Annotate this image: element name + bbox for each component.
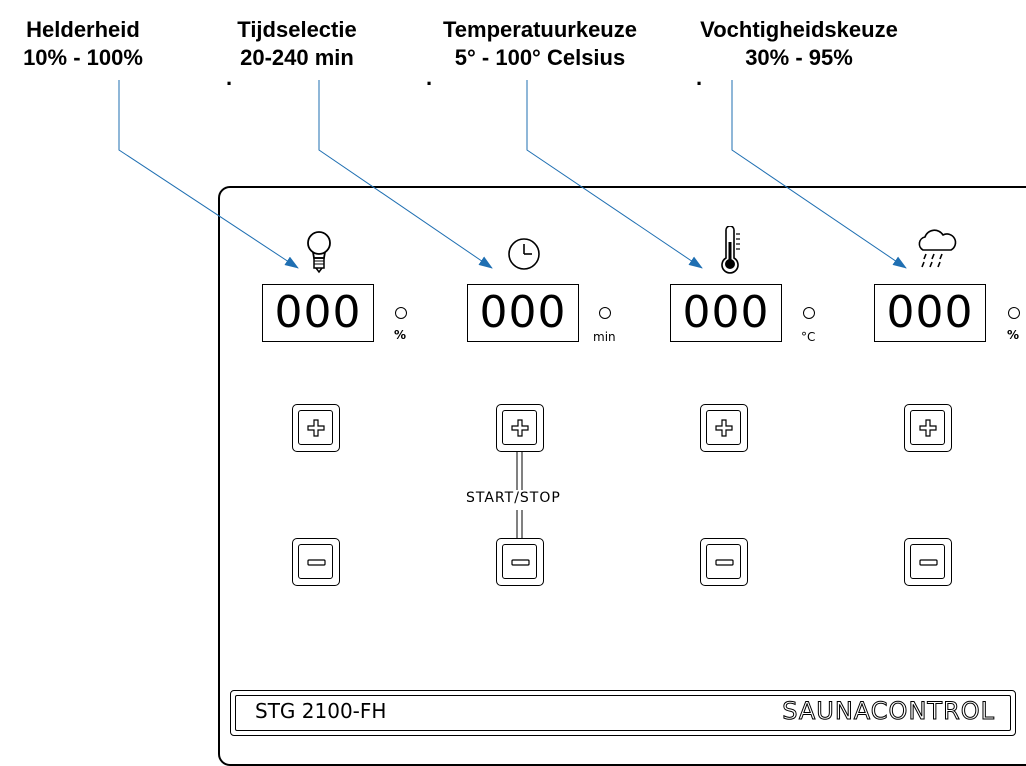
minus-icon (307, 559, 326, 566)
callout-temperature-title: Temperatuurkeuze (443, 17, 637, 42)
humidity-minus-button[interactable] (904, 538, 952, 586)
plus-icon (919, 419, 937, 437)
brightness-plus-button[interactable] (292, 404, 340, 452)
temperature-plus-button[interactable] (700, 404, 748, 452)
time-unit: min (593, 330, 616, 344)
plus-icon (511, 419, 529, 437)
temperature-display: 000 (670, 284, 782, 342)
callout-temperature: Temperatuurkeuze 5° - 100° Celsius . (420, 16, 660, 90)
humidity-plus-button[interactable] (904, 404, 952, 452)
callout-time-title: Tijdselectie (237, 17, 357, 42)
brightness-display: 000 (262, 284, 374, 342)
humidity-display: 000 (874, 284, 986, 342)
callout-brightness-range: 10% - 100% (23, 45, 143, 70)
time-led (599, 307, 611, 319)
callout-humidity-range: 30% - 95% (745, 45, 853, 70)
brightness-led (395, 307, 407, 319)
rain-cloud-icon (918, 229, 957, 268)
thermometer-icon (721, 226, 740, 274)
callout-time-dot: . (226, 65, 233, 90)
minus-icon (919, 559, 938, 566)
time-display: 000 (467, 284, 579, 342)
callout-humidity-title: Vochtigheidskeuze (700, 17, 898, 42)
start-stop-connector (516, 452, 523, 542)
callout-temperature-range: 5° - 100° Celsius (454, 45, 626, 70)
brand-label: SAUNACONTROL (782, 697, 995, 726)
time-plus-button[interactable] (496, 404, 544, 452)
humidity-unit: % (1007, 328, 1020, 342)
callout-humidity-dot: . (696, 65, 703, 90)
callout-temperature-dot: . (426, 65, 433, 90)
temperature-minus-button[interactable] (700, 538, 748, 586)
plus-icon (715, 419, 733, 437)
model-label: STG 2100-FH (255, 699, 387, 723)
temperature-led (803, 307, 815, 319)
humidity-led (1008, 307, 1020, 319)
brightness-unit: % (394, 328, 407, 342)
nameplate-bar: STG 2100-FH SAUNACONTROL (230, 690, 1016, 736)
plus-icon (307, 419, 325, 437)
temperature-unit: °C (801, 330, 816, 344)
callout-time-range: 20-240 min (240, 45, 354, 70)
minus-icon (715, 559, 734, 566)
bulb-icon (307, 231, 331, 274)
control-panel (218, 186, 1026, 766)
callout-brightness-title: Helderheid (26, 17, 140, 42)
time-minus-button[interactable] (496, 538, 544, 586)
start-stop-label: START/STOP (464, 490, 563, 506)
minus-icon (511, 559, 530, 566)
callout-time: Tijdselectie 20-240 min . (222, 16, 372, 90)
nameplate-inner-border (235, 695, 1011, 731)
callout-humidity: Vochtigheidskeuze 30% - 95% . (676, 16, 922, 90)
clock-icon (508, 238, 540, 270)
brightness-minus-button[interactable] (292, 538, 340, 586)
callout-brightness: Helderheid 10% - 100% (8, 16, 158, 72)
